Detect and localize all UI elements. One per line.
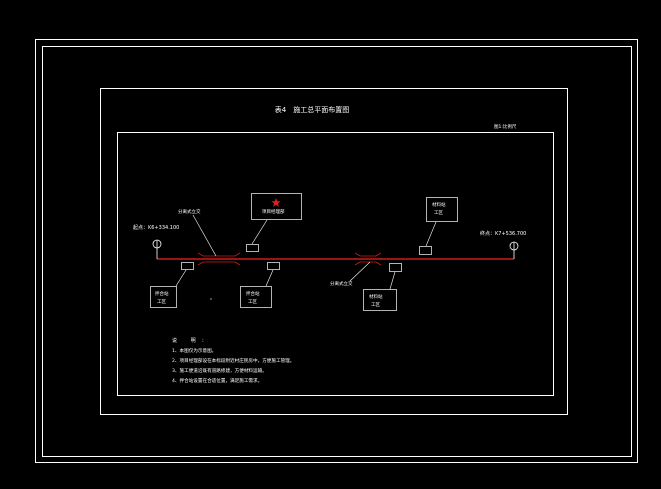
bridge-1-leader <box>192 214 217 257</box>
camp-4-site <box>419 246 432 255</box>
inner-frame <box>42 46 632 457</box>
camp-1-callout-box <box>150 286 177 308</box>
camp-3-label: 材料站 <box>369 293 383 300</box>
camp-4-sublabel: 工区 <box>434 210 443 216</box>
camp-4-callout-box <box>426 197 458 222</box>
scale-note: 图1:比例尺 <box>494 123 517 130</box>
bridge-2-leader <box>349 261 371 282</box>
camp-4-label: 材料站 <box>432 201 446 208</box>
bridge-2-label: 分离式立交 <box>330 280 353 287</box>
camp-3-callout-box <box>363 289 397 311</box>
drawing-border <box>117 132 554 396</box>
camp-2-sublabel: 工区 <box>248 299 257 305</box>
bridge-1-symbol <box>197 252 241 266</box>
project-dept-callout-box <box>251 193 302 220</box>
bridge-1-label: 分离式立交 <box>178 208 201 215</box>
note-item-1: 1、本图仅为示意图。 <box>172 349 217 354</box>
camp-1-label: 拌合站 <box>155 290 169 297</box>
project-dept-site <box>246 244 259 252</box>
camp-2-site <box>267 262 280 270</box>
camp-3-site <box>389 263 402 272</box>
notes-header: 说 明： <box>172 338 213 344</box>
camp-2-callout-box <box>240 286 272 308</box>
star-icon <box>271 198 281 207</box>
end-station-label: 终点：K7+536.700 <box>480 230 526 237</box>
stray-dot <box>210 298 212 300</box>
camp-2-leader <box>265 269 274 287</box>
camp-1-leader <box>175 269 187 287</box>
drawing-title: 表4 施工总平面布置图 <box>275 105 349 114</box>
note-item-3: 3、施工便道沿既有道路修建，方便材料运输。 <box>172 369 267 374</box>
camp-4-leader <box>425 221 437 247</box>
project-dept-label: 项目经理部 <box>262 208 285 215</box>
camp-3-leader <box>389 271 396 290</box>
note-item-4: 4、拌合站设置在合适位置，满足施工需求。 <box>172 379 263 384</box>
start-station-label: 起点：K6+334.100 <box>133 225 179 231</box>
camp-2-label: 拌合站 <box>246 290 260 297</box>
sheet-frame <box>100 88 568 415</box>
note-item-2: 2、项目经理部设在本标段附近村庄民房中，方便施工管理。 <box>172 359 295 364</box>
outer-frame <box>35 39 638 463</box>
bridge-2-symbol <box>354 252 382 266</box>
camp-1-site <box>181 262 194 270</box>
project-dept-leader <box>251 219 268 245</box>
camp-1-sublabel: 工区 <box>157 299 166 305</box>
notes-block: 说 明： 1、本图仅为示意图。 2、项目经理部设在本标段附近村庄民房中，方便施工… <box>172 337 372 387</box>
camp-3-sublabel: 工区 <box>371 302 380 308</box>
